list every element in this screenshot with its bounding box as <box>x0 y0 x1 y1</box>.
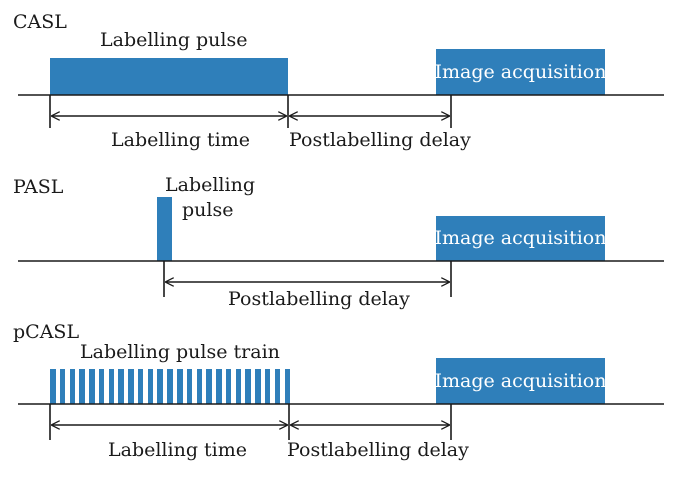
pcasl-pulse-bar <box>264 369 271 404</box>
pcasl-acquisition-label: Image acquisition <box>434 369 607 392</box>
pcasl-title: pCASL <box>13 321 80 343</box>
casl-acquisition-block <box>436 49 605 95</box>
pasl-title: PASL <box>13 176 64 198</box>
pcasl-pulse-bar <box>255 369 261 404</box>
casl-pulse-label: Labelling pulse <box>100 29 248 51</box>
pcasl-pulse-bar <box>274 369 281 404</box>
casl-labelling-time-label: Labelling time <box>111 129 250 151</box>
casl-acquisition-label: Image acquisition <box>434 60 607 83</box>
pcasl-labelling-time-label: Labelling time <box>108 439 247 461</box>
pcasl-pulse-bar <box>79 369 85 404</box>
pcasl-pulse-bar <box>69 369 76 404</box>
pcasl-pulse-bar <box>206 369 212 404</box>
pcasl-pulse-label: Labelling pulse train <box>80 341 280 363</box>
pcasl-acquisition-block <box>436 358 605 404</box>
pcasl-pulse-bar <box>98 369 105 404</box>
pcasl-pulse-bar <box>284 369 290 404</box>
pasl-pulse-label-line2: pulse <box>182 199 234 221</box>
pcasl-pulse-bar <box>147 369 154 404</box>
pcasl-pulse-bar <box>216 369 222 404</box>
pasl-acquisition-label: Image acquisition <box>434 227 607 249</box>
pcasl-pulse-bar <box>167 369 173 404</box>
pasl-pulse-label-line1: Labelling <box>165 174 255 196</box>
pasl-acquisition-block <box>436 216 605 261</box>
pcasl-pulse-bar <box>59 369 66 404</box>
casl-labelling-pulse <box>50 58 288 95</box>
pasl-postlabelling-delay-label: Postlabelling delay <box>228 288 410 310</box>
pcasl-pulse-bar <box>108 369 115 404</box>
pcasl-pulse-bar <box>50 369 56 404</box>
casl-postlabelling-delay-label: Postlabelling delay <box>289 129 471 151</box>
casl-title: CASL <box>13 11 67 33</box>
pcasl-pulse-bar <box>128 369 134 404</box>
pcasl-postlabelling-delay-label: Postlabelling delay <box>287 439 469 461</box>
pcasl-pulse-bar <box>245 369 251 404</box>
pcasl-pulse-bar <box>89 369 95 404</box>
pcasl-pulse-bar <box>118 369 124 404</box>
pcasl-labelling-pulse-train <box>50 369 290 404</box>
pcasl-pulse-bar <box>235 369 242 404</box>
pasl-labelling-pulse <box>157 197 172 261</box>
pcasl-pulse-bar <box>157 369 163 404</box>
pcasl-pulse-bar <box>186 369 193 404</box>
pcasl-pulse-bar <box>177 369 183 404</box>
pcasl-pulse-bar <box>137 369 144 404</box>
pcasl-pulse-bar <box>196 369 203 404</box>
pcasl-pulse-bar <box>225 369 232 404</box>
